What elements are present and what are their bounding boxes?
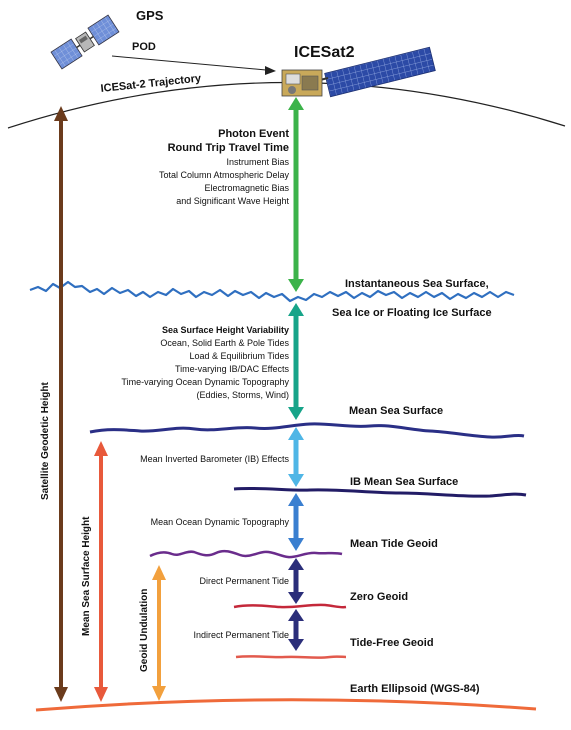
direct-tide-arrowhead-bottom <box>288 592 304 604</box>
direct-permanent-tide-label: Direct Permanent Tide <box>199 576 289 586</box>
instantaneous-sea-surface-label: Instantaneous Sea Surface, <box>345 278 489 290</box>
mssh-arrowhead-bottom <box>94 687 108 702</box>
round-trip-label: Round Trip Travel Time <box>168 142 289 154</box>
mean-sea-surface-label: Mean Sea Surface <box>349 405 443 417</box>
mean-ib-effects-label: Mean Inverted Barometer (IB) Effects <box>140 454 289 464</box>
trajectory-label: ICESat-2 Trajectory <box>100 72 202 95</box>
zero-geoid-line <box>233 603 347 609</box>
mean-odt-arrowhead-top <box>288 493 304 506</box>
gps-label: GPS <box>136 8 164 23</box>
ib-dac-label: Time-varying IB/DAC Effects <box>175 364 290 374</box>
mean-ib-arrowhead-bottom <box>288 474 304 487</box>
gps-satellite-icon <box>50 14 120 70</box>
icesat2-label: ICESat2 <box>294 44 355 61</box>
ellipsoid-label: Earth Ellipsoid (WGS-84) <box>350 683 480 695</box>
odt-label: Time-varying Ocean Dynamic Topography <box>121 377 289 387</box>
swh-label: and Significant Wave Height <box>176 196 289 206</box>
photon-arrowhead-top <box>288 97 304 110</box>
instantaneous-sea-surface-line <box>29 280 515 303</box>
mean-odt-label: Mean Ocean Dynamic Topography <box>151 517 290 527</box>
ellipsoid-line <box>35 698 537 712</box>
geoid-undulation-arrowhead-bottom <box>152 686 166 701</box>
ssh-variability-arrowhead-bottom <box>288 407 304 420</box>
mean-sea-surface-height-label: Mean Sea Surface Height <box>81 516 92 636</box>
tides-label: Ocean, Solid Earth & Pole Tides <box>160 338 289 348</box>
sea-ice-surface-label: Sea Ice or Floating Ice Surface <box>332 307 492 319</box>
geoid-undulation-label: Geoid Undulation <box>139 589 150 672</box>
indirect-permanent-tide-label: Indirect Permanent Tide <box>193 630 289 640</box>
ssh-variability-arrowhead-top <box>288 303 304 316</box>
satellite-geodetic-height-label: Satellite Geodetic Height <box>40 382 51 500</box>
geodetic-height-arrowhead-bottom <box>54 687 68 702</box>
tide-free-geoid-line <box>235 655 347 659</box>
mean-odt-arrowhead-bottom <box>288 538 304 551</box>
photon-event-label: Photon Event <box>218 128 289 140</box>
geodetic-height-arrowhead-top <box>54 106 68 121</box>
mean-tide-geoid-line <box>149 549 343 559</box>
geoid-undulation-arrowhead-top <box>152 565 166 580</box>
indirect-tide-arrowhead-bottom <box>288 639 304 651</box>
ib-mean-sea-surface-line <box>233 486 527 498</box>
eddies-label: (Eddies, Storms, Wind) <box>196 390 289 400</box>
pod-arrow <box>111 55 267 71</box>
atmos-delay-label: Total Column Atmospheric Delay <box>159 170 290 180</box>
mean-sea-surface-line <box>89 422 525 439</box>
tide-free-geoid-label: Tide-Free Geoid <box>350 637 434 649</box>
icesat2-satellite-icon <box>281 46 436 98</box>
ssh-variability-label: Sea Surface Height Variability <box>162 325 289 335</box>
mssh-arrowhead-top <box>94 441 108 456</box>
zero-geoid-label: Zero Geoid <box>350 591 408 603</box>
photon-arrowhead-bottom <box>288 279 304 292</box>
instrument-bias-label: Instrument Bias <box>226 157 289 167</box>
load-tides-label: Load & Equilibrium Tides <box>189 351 289 361</box>
em-bias-label: Electromagnetic Bias <box>204 183 289 193</box>
indirect-tide-arrowhead-top <box>288 609 304 621</box>
mean-tide-geoid-label: Mean Tide Geoid <box>350 538 438 550</box>
direct-tide-arrowhead-top <box>288 558 304 570</box>
pod-label: POD <box>132 41 156 53</box>
ib-mean-sea-surface-label: IB Mean Sea Surface <box>350 476 458 488</box>
mean-ib-arrowhead-top <box>288 427 304 440</box>
pod-arrowhead <box>265 66 276 75</box>
